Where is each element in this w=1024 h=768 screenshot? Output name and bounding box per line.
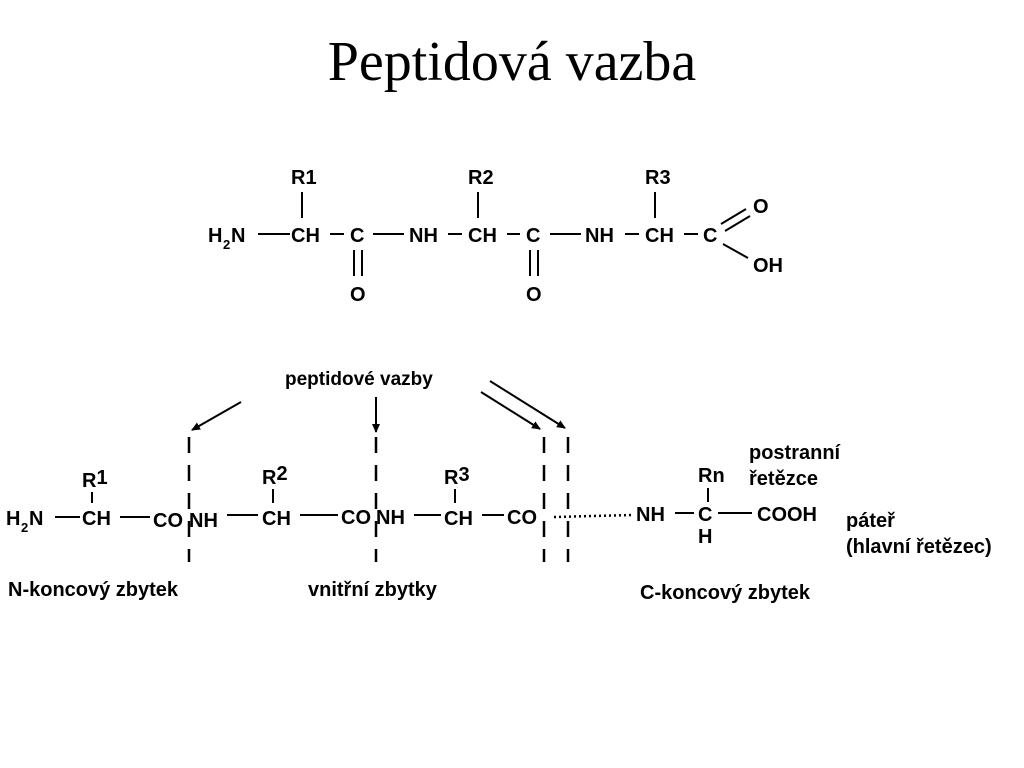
- top-c1: C: [350, 225, 364, 247]
- bottom-cn: C: [698, 504, 712, 526]
- tripeptide-formula: H 2 N R1 CH C O NH R2 CH C O NH R3 CH C: [208, 167, 783, 306]
- top-subscript-2: 2: [223, 237, 230, 252]
- label-side-chains-2: řetězce: [749, 468, 818, 490]
- top-r1: R1: [291, 167, 317, 189]
- arrow-right-1: [480, 391, 541, 430]
- bottom-r1: R1: [82, 467, 108, 492]
- bottom-r3: R3: [444, 464, 470, 489]
- bottom-subscript-2: 2: [21, 520, 28, 535]
- bottom-nh-n: NH: [636, 504, 665, 526]
- bottom-ch2: CH: [262, 508, 291, 530]
- label-internal: vnitřní zbytky: [308, 579, 438, 601]
- bottom-rn: Rn: [698, 465, 725, 487]
- top-nh2: NH: [585, 225, 614, 247]
- top-n: N: [231, 225, 245, 247]
- top-c3: C: [703, 225, 717, 247]
- bottom-cooh: COOH: [757, 504, 817, 526]
- polypeptide-formula: H 2 N R1 CH CO NH R2 CH CO NH R3 CH CO N…: [6, 463, 817, 548]
- top-double-bond-o3-b: [724, 215, 751, 232]
- top-bond-c3-oh: [722, 243, 749, 259]
- top-c2: C: [526, 225, 540, 247]
- arrow-left: [191, 401, 242, 431]
- top-r3: R3: [645, 167, 671, 189]
- label-backbone-2: (hlavní řetězec): [846, 536, 992, 558]
- top-r2: R2: [468, 167, 494, 189]
- bottom-ch1: CH: [82, 508, 111, 530]
- top-nh1: NH: [409, 225, 438, 247]
- bottom-co1: CO: [153, 510, 183, 532]
- top-o3: O: [753, 196, 769, 218]
- label-peptide-bonds: peptidové vazby: [285, 369, 433, 390]
- bottom-co3: CO: [507, 507, 537, 529]
- bottom-nh1: NH: [189, 510, 218, 532]
- top-o2: O: [526, 284, 542, 306]
- bottom-ch3: CH: [444, 508, 473, 530]
- top-ch2: CH: [468, 225, 497, 247]
- top-o1: O: [350, 284, 366, 306]
- top-double-bond-o3-a: [720, 208, 747, 225]
- top-h: H: [208, 225, 222, 247]
- top-ch1: CH: [291, 225, 320, 247]
- label-c-terminal: C-koncový zbytek: [640, 582, 811, 604]
- bottom-r2: R2: [262, 463, 288, 489]
- bottom-n: N: [29, 508, 43, 530]
- bottom-h: H: [6, 508, 20, 530]
- label-backbone-1: páteř: [846, 510, 895, 532]
- label-side-chains-1: postranní: [749, 442, 842, 464]
- label-n-terminal: N-koncový zbytek: [8, 579, 179, 601]
- arrow-right-2: [489, 380, 566, 429]
- bottom-nh2: NH: [376, 507, 405, 529]
- top-ch3: CH: [645, 225, 674, 247]
- page-title: Peptidová vazba: [327, 31, 697, 93]
- bottom-co2: CO: [341, 507, 371, 529]
- top-oh: OH: [753, 255, 783, 277]
- chain-continuation-dots: [553, 513, 633, 519]
- bottom-hn: H: [698, 526, 712, 548]
